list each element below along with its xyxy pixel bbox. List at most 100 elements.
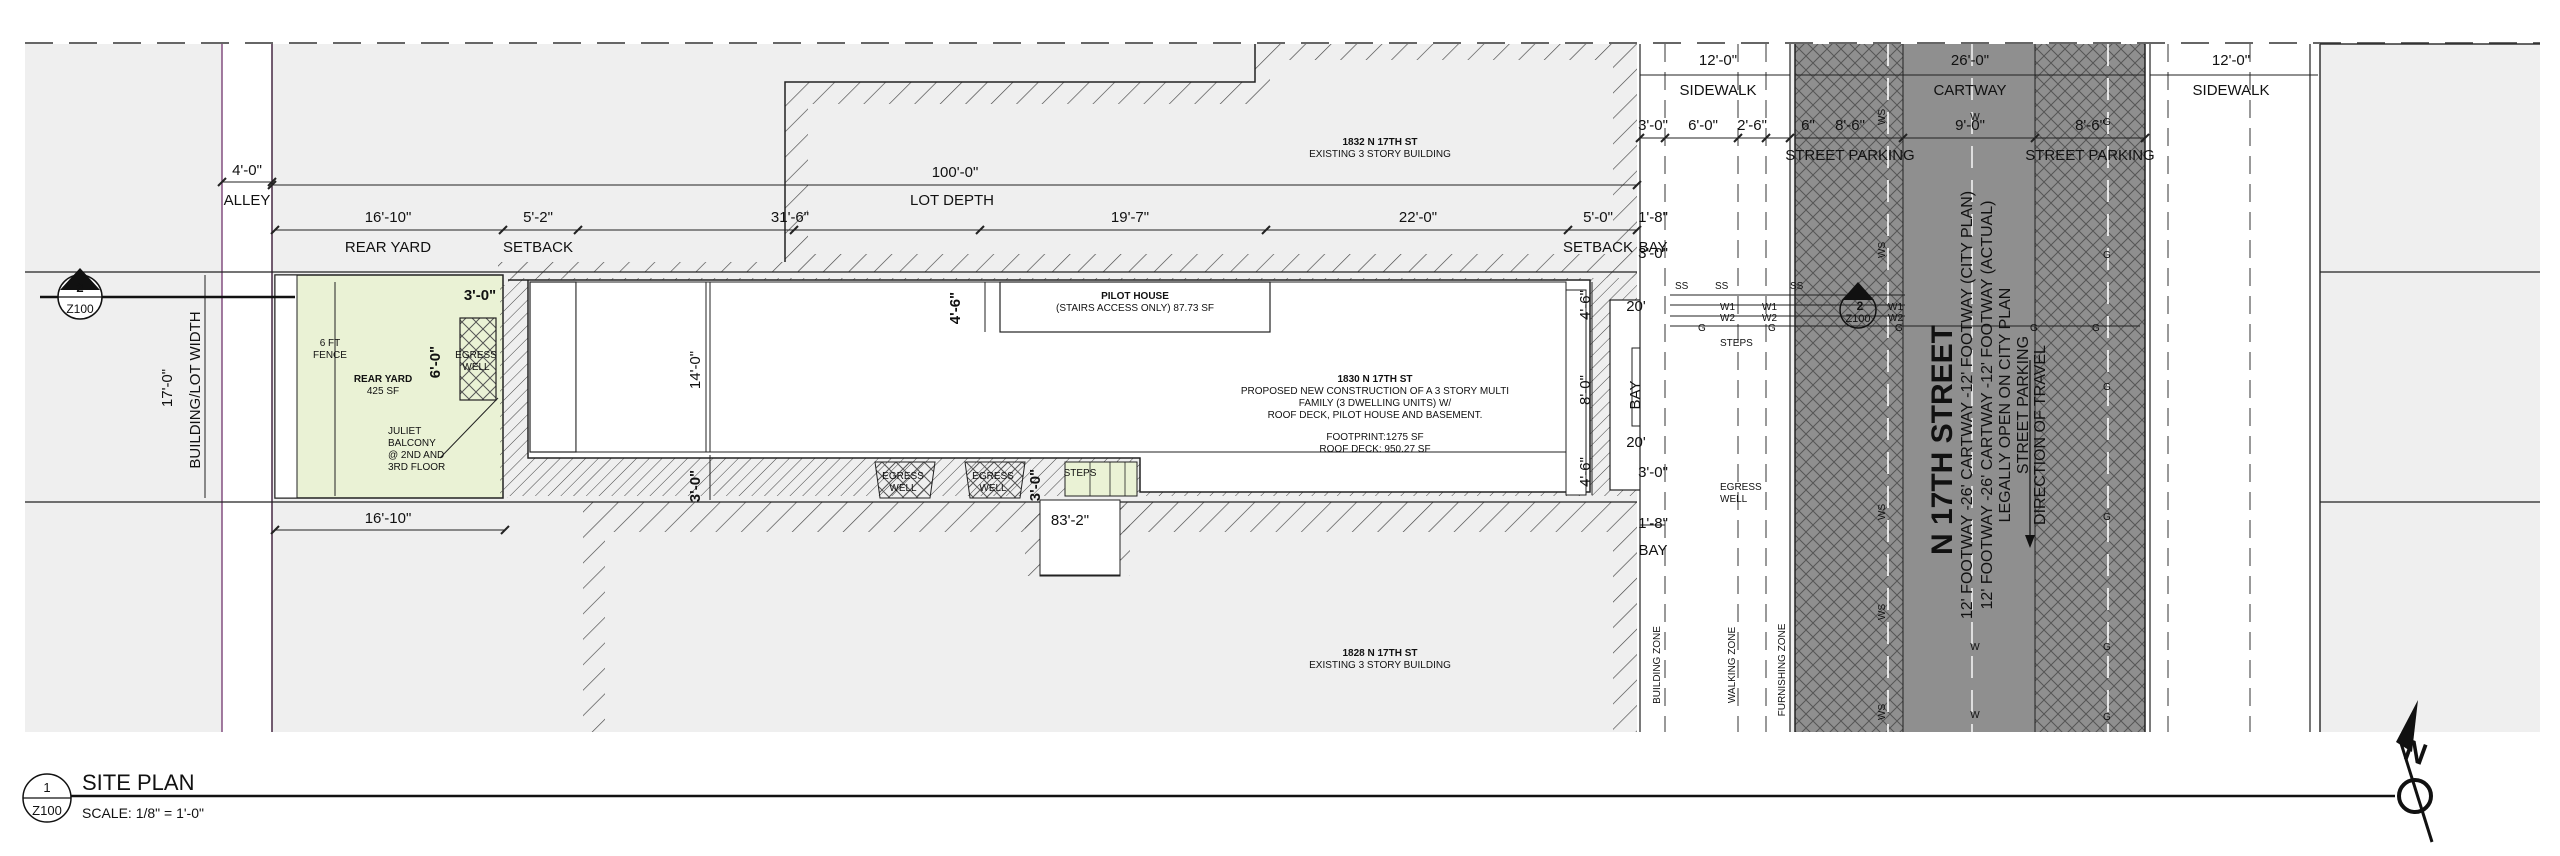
w1-marker: W1 [1762,302,1777,313]
egress-b-1: EGRESS [972,471,1014,482]
setback-front-label: SETBACK [1563,239,1633,256]
title-scale: SCALE: 1/8" = 1'-0" [82,805,204,821]
juliet-2: BALCONY [388,438,436,449]
w2-marker: W2 [1720,313,1735,324]
dim-lot-depth: 100'-0" [932,164,979,181]
building-bottom-name: 1828 N 17TH ST [1342,648,1417,659]
dim-1-8-top: 1'-8" [1638,209,1668,226]
egress-b-2: WELL [979,483,1007,494]
w1-marker: W1 [1888,302,1903,313]
dim-3-0-c: 3'-0" [1638,464,1668,481]
dim-park-8-6-left: 8'-6" [1835,117,1865,134]
cartway-label: CARTWAY [1933,82,2006,99]
dim-bay-4-6-bottom: 4'-6" [1577,457,1594,487]
w2-marker: W2 [1888,313,1903,324]
dim-sw-6-0: 6'-0" [1688,117,1718,134]
utility-markers: WS WS WS WS WS W W W SS SS SS W1 W1 W1 W… [1675,109,2111,723]
street-text: N 17TH STREET 12' FOOTWAY -26' CARTWAY -… [1926,191,2049,619]
w-marker: W [1970,710,1980,721]
alley [221,44,273,732]
dim-pilot-4-6: 4'-6" [947,292,964,324]
rear-yard [274,274,508,499]
street-note-4: STREET PARKING [2015,336,2032,474]
g-marker: G [1895,323,1903,334]
sidewalk-right [2149,44,2318,732]
dim-cartway-26: 26'-0" [1951,52,1989,69]
main-desc-1: PROPOSED NEW CONSTRUCTION OF A 3 STORY M… [1241,386,1509,397]
section-marker-street[interactable]: 2 Z100 [1839,282,1877,329]
dim-3-0-b: 3'-0" [1638,245,1668,262]
ws-marker: WS [1877,242,1888,258]
setback-rear-label: SETBACK [503,239,573,256]
ws-marker: WS [1877,504,1888,520]
street-section-number: 2 [1857,299,1864,313]
street [1794,44,2146,732]
section-number: 2 [76,280,83,295]
dim-83-2: 83'-2" [1051,512,1089,529]
bay-mid-label: BAY [1627,381,1644,410]
building-bottom-desc: EXISTING 3 STORY BUILDING [1309,660,1451,671]
g-marker: G [2030,323,2038,334]
sidewalk-right-label: SIDEWALK [2193,82,2270,99]
ss-marker: SS [1715,281,1729,292]
bay-top-label: BAY [1639,239,1668,256]
steps-front: STEPS [1720,338,1753,349]
dim-sidewalk-total: 12'-0" [1699,52,1737,69]
utility-lines [1670,294,2140,327]
street-note-1: 12' FOOTWAY -26' CARTWAY -12' FOOTWAY (C… [1959,191,1976,619]
dimension-text: 4'-0" 100'-0" 16'-10" 16'-10" 5'-2" 31'-… [159,52,2250,532]
rear-yard-zone-label: REAR YARD [345,239,431,256]
dim-3-0-a: 3'-0" [1638,117,1668,134]
ws-marker: WS [1877,109,1888,125]
rear-yard-name: REAR YARD [354,374,412,385]
direction-of-travel: DIRECTION OF TRAVEL [2032,345,2049,525]
section-marker-left[interactable]: 2 Z100 [40,268,295,320]
dim-bay-8-0: 8'-0" [1577,375,1594,405]
main-desc-2: FAMILY (3 DWELLING UNITS) W/ [1299,398,1452,409]
title-text: SITE PLAN [82,770,194,795]
street-parking-right-label: STREET PARKING [2025,147,2154,164]
juliet-3: @ 2ND AND [388,450,444,461]
g-marker: G [2103,382,2111,393]
bay-bottom-label: BAY [1639,542,1668,559]
dim-19-7: 19'-7" [1111,209,1149,226]
title-sheet: Z100 [32,803,62,818]
fence-line-1: 6 FT [320,338,341,349]
w2-marker: W2 [1762,313,1777,324]
dim-building-width: 14'-0" [687,351,704,389]
g-marker: G [1698,323,1706,334]
ss-marker: SS [1675,281,1689,292]
section-sheet: Z100 [66,302,94,316]
g-marker: G [2103,250,2111,261]
g-marker: G [2092,323,2100,334]
building-1832-outline [498,44,1637,278]
dim-rear-bottom: 16'-10" [365,510,412,527]
dim-well-6-0: 6'-0" [427,346,444,378]
walking-zone-label: WALKING ZONE [1727,627,1738,704]
egress-rear-2: WELL [462,362,490,373]
egress-front-1: EGRESS [1720,482,1762,493]
building-top-desc: EXISTING 3 STORY BUILDING [1309,149,1451,160]
dim-side-3-0: 3'-0" [687,470,704,502]
footprint: FOOTPRINT:1275 SF [1326,432,1423,443]
dim-alley: 4'-0" [232,162,262,179]
w-marker: W [1970,642,1980,653]
dimension-lines [204,74,2318,531]
lot-depth-label: LOT DEPTH [910,192,994,209]
street-name: N 17TH STREET [1926,325,1959,555]
street-note-3: LEGALLY OPEN ON CITY PLAN [1997,288,2014,523]
ss-marker: SS [1790,281,1804,292]
g-marker: G [2103,117,2111,128]
sidewalk-left-label: SIDEWALK [1680,82,1757,99]
street-note-2: 12' FOOTWAY -26' CARTWAY -12' FOOTWAY (A… [1979,201,1996,610]
dim-sw-2-6: 2'-6" [1737,117,1767,134]
building-top-name: 1832 N 17TH ST [1342,137,1417,148]
w1-marker: W1 [1720,302,1735,313]
dim-park-8-6-right: 8'-6" [2075,117,2105,134]
dim-20-b: 20' [1626,434,1646,451]
dim-lot-width: 17'-0" [159,369,176,407]
dim-rear-top: 16'-10" [365,209,412,226]
egress-rear-1: EGRESS [455,350,497,361]
plan-labels: 1832 N 17TH ST EXISTING 3 STORY BUILDING… [313,137,1762,671]
main-name: 1830 N 17TH ST [1337,374,1412,385]
